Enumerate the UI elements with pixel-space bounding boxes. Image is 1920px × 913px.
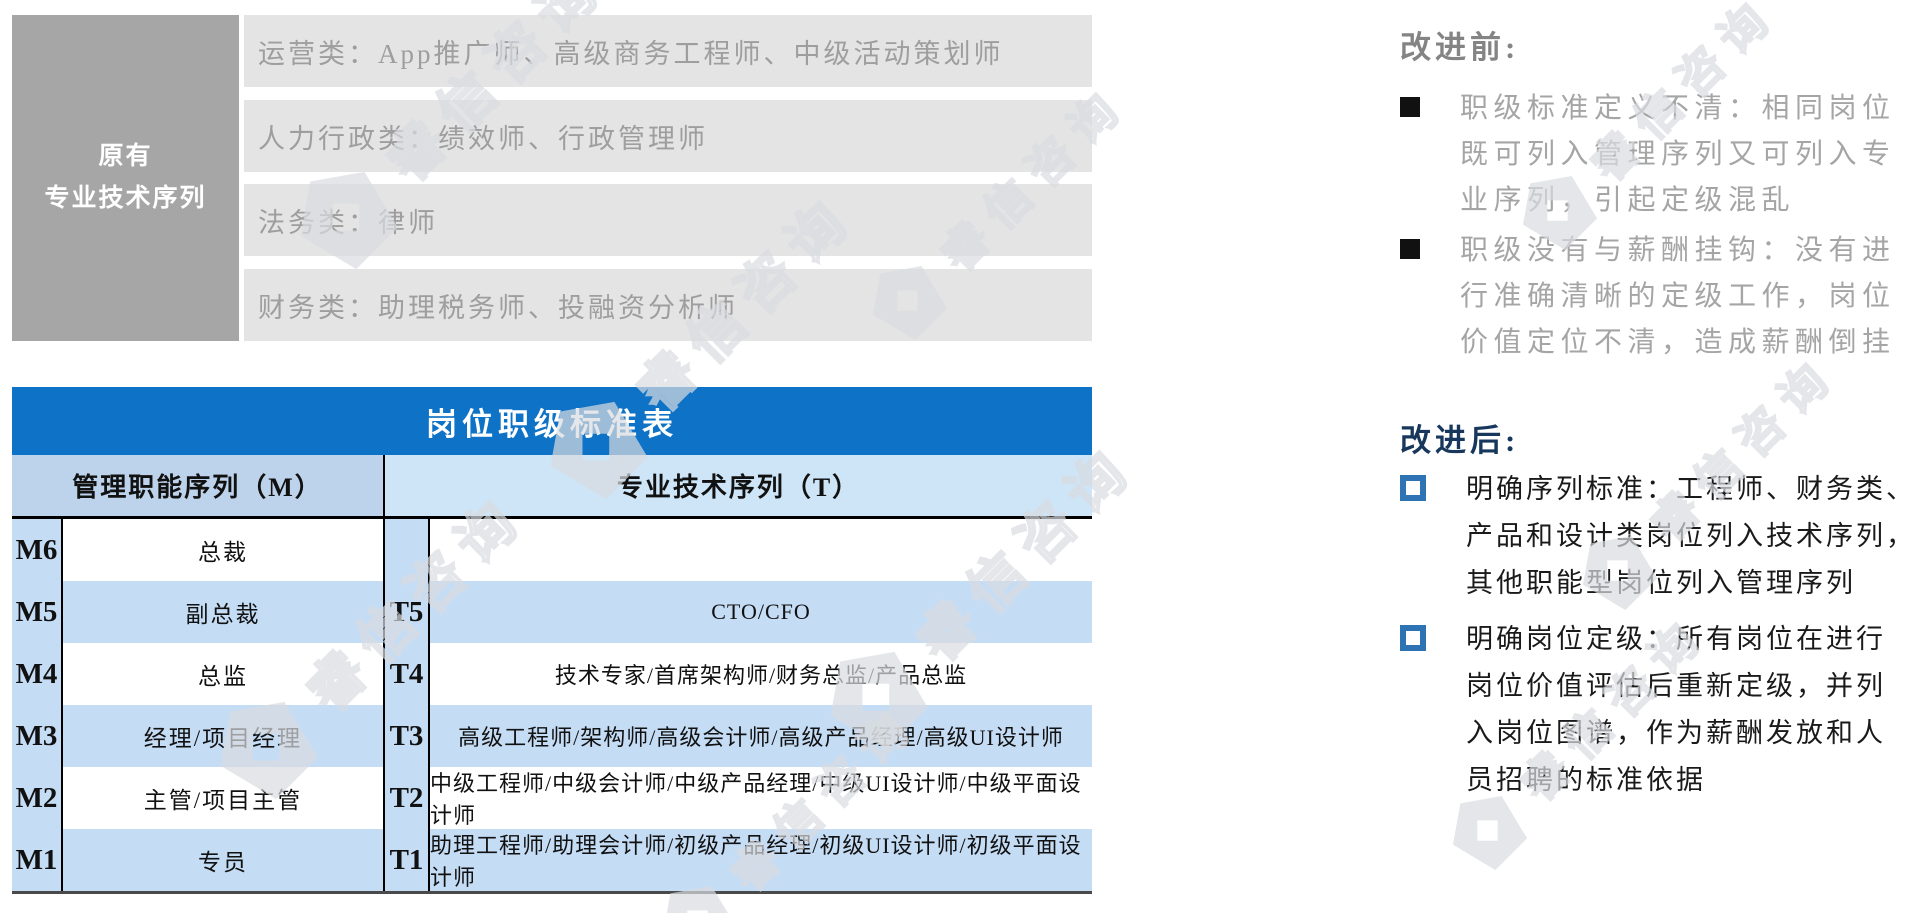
m-level-cell: M1 xyxy=(12,829,63,891)
m-level-cell: M4 xyxy=(12,643,63,705)
m-level-cell: M5 xyxy=(12,581,63,643)
t-level-cell: T5 xyxy=(385,581,430,643)
commentary-panel: 改进前: 职级标准定义不清：相同岗位 既可列入管理序列又可列入专 业序列，引起定… xyxy=(1400,0,1915,913)
before-item-text: 职级没有与薪酬挂钩：没有进 行准确清晰的定级工作，岗位 价值定位不清，造成薪酬倒… xyxy=(1460,235,1896,358)
t-title-cell: 中级工程师/中级会计师/中级产品经理/中级UI设计师/中级平面设计师 xyxy=(430,771,1082,828)
t-title-cell: 技术专家/首席架构师/财务总监/产品总监 xyxy=(554,663,968,688)
before-item: 职级没有与薪酬挂钩：没有进 行准确清晰的定级工作，岗位 价值定位不清，造成薪酬倒… xyxy=(1400,228,1908,366)
m-level-cell: M3 xyxy=(12,705,63,767)
before-item-text: 职级标准定义不清：相同岗位 既可列入管理序列又可列入专 业序列，引起定级混乱 xyxy=(1460,93,1896,216)
column-header-management: 管理职能序列（M） xyxy=(12,455,385,516)
t-level-cell: T4 xyxy=(385,643,430,705)
m-level-cell: M2 xyxy=(12,767,63,829)
grade-table-title: 岗位职级标准表 xyxy=(12,387,1092,455)
t-level-cell xyxy=(385,519,430,581)
blue-square-bullet-icon xyxy=(1400,625,1426,651)
after-item-text: 明确序列标准：工程师、财务类、 产品和设计类岗位列入技术序列， 其他职能型岗位列… xyxy=(1466,474,1916,598)
t-title-cell: 助理工程师/助理会计师/初级产品经理/初级UI设计师/初级平面设计师 xyxy=(430,829,1092,891)
legacy-category-row-finance: 财务类：助理税务师、投融资分析师 xyxy=(244,269,1092,341)
m-level-cell: M6 xyxy=(12,519,63,581)
m-title-cell: 主管/项目主管 xyxy=(63,767,385,829)
legacy-category-row-operations: 运营类：App推广师、高级商务工程师、中级活动策划师 xyxy=(244,15,1092,87)
m-title-cell: 总监 xyxy=(63,643,385,705)
column-header-technical: 专业技术序列（T） xyxy=(385,455,1092,516)
legacy-category-row-hr-admin: 人力行政类：绩效师、行政管理师 xyxy=(244,100,1092,172)
legacy-category-row-legal: 法务类：律师 xyxy=(244,184,1092,256)
t-title-cell xyxy=(430,519,1092,581)
m-title-cell: 总裁 xyxy=(63,519,385,581)
m-title-cell: 经理/项目经理 xyxy=(63,705,385,767)
black-square-bullet-icon xyxy=(1400,239,1420,259)
m-title-cell: 副总裁 xyxy=(63,581,385,643)
after-item: 明确岗位定级：所有岗位在进行 岗位价值评估后重新定级，并列 入岗位图谱，作为薪酬… xyxy=(1400,616,1920,804)
legacy-sequence-label: 原有 专业技术序列 xyxy=(12,15,239,341)
after-heading: 改进后: xyxy=(1400,423,1520,458)
t-level-cell: T2 xyxy=(385,767,430,829)
t-title-cell: CTO/CFO xyxy=(430,581,1092,643)
before-heading: 改进前: xyxy=(1400,30,1520,65)
after-item-text: 明确岗位定级：所有岗位在进行 岗位价值评估后重新定级，并列 入岗位图谱，作为薪酬… xyxy=(1466,624,1886,795)
before-item: 职级标准定义不清：相同岗位 既可列入管理序列又可列入专 业序列，引起定级混乱 xyxy=(1400,86,1908,224)
t-title-cell: 高级工程师/架构师/高级会计师/高级产品经理/高级UI设计师 xyxy=(430,705,1092,767)
t-level-cell: T3 xyxy=(385,705,430,767)
after-item: 明确序列标准：工程师、财务类、 产品和设计类岗位列入技术序列， 其他职能型岗位列… xyxy=(1400,466,1920,607)
black-square-bullet-icon xyxy=(1400,97,1420,117)
grade-table-body: M6 总裁 M5 副总裁 T5 CTO/CFO M4 总监 T4 技术专家/首席… xyxy=(12,516,1092,894)
grade-table-subheader: 管理职能序列（M） 专业技术序列（T） xyxy=(12,455,1092,516)
t-level-cell: T1 xyxy=(385,829,430,891)
m-title-cell: 专员 xyxy=(63,829,385,891)
blue-square-bullet-icon xyxy=(1400,475,1426,501)
